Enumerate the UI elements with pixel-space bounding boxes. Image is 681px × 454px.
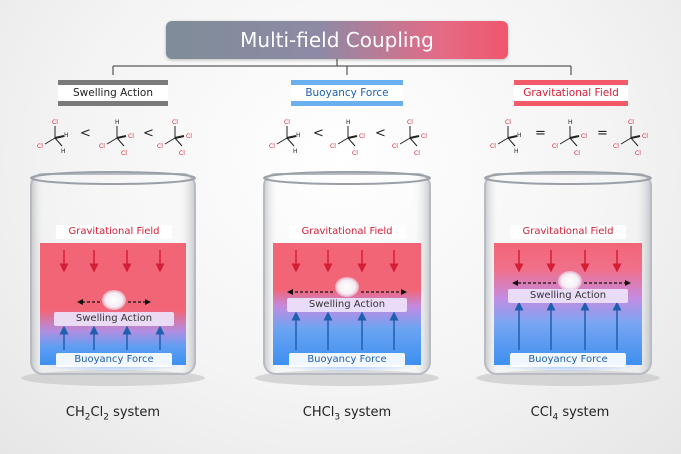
- svg-text:Cl: Cl: [574, 150, 580, 157]
- caption-ccl4: CCl4 system: [530, 405, 610, 423]
- svg-text:Cl: Cl: [284, 119, 290, 126]
- beaker2-gravitational-label: Gravitational Field: [289, 225, 405, 239]
- comparison-symbol: =: [535, 126, 546, 141]
- title-banner: Multi-field Coupling: [166, 21, 508, 59]
- beaker1-gravitational-label: Gravitational Field: [56, 225, 172, 239]
- beaker2-buoyancy-label: Buoyancy Force: [289, 353, 405, 367]
- svg-text:Cl: Cl: [635, 150, 641, 157]
- beaker-ccl4: [484, 171, 652, 375]
- comparison-symbol: <: [313, 126, 324, 141]
- beaker-ch2cl2: [30, 171, 196, 375]
- svg-text:Cl: Cl: [359, 133, 365, 140]
- svg-text:H: H: [61, 148, 66, 155]
- svg-text:Cl: Cl: [128, 133, 134, 140]
- svg-text:H: H: [568, 119, 573, 126]
- caption-ch2cl2: CH2Cl2 system: [65, 405, 161, 423]
- svg-text:Cl: Cl: [490, 143, 496, 150]
- beaker-chcl3: [263, 171, 431, 375]
- svg-text:Cl: Cl: [121, 150, 127, 157]
- svg-text:Cl: Cl: [157, 143, 163, 150]
- svg-text:H: H: [517, 132, 522, 139]
- svg-text:Cl: Cl: [352, 150, 358, 157]
- svg-text:Cl: Cl: [52, 119, 58, 126]
- svg-text:H: H: [346, 119, 351, 126]
- comparison-symbol: <: [143, 126, 154, 141]
- beaker3-buoyancy-label: Buoyancy Force: [510, 353, 626, 367]
- gravitational-field-label: Gravitational Field: [514, 80, 628, 106]
- svg-text:Cl: Cl: [581, 133, 587, 140]
- beaker2-swelling-label: Swelling Action: [287, 298, 407, 312]
- svg-text:Cl: Cl: [37, 143, 43, 150]
- svg-text:Cl: Cl: [330, 143, 336, 150]
- comparison-symbol: =: [597, 126, 608, 141]
- svg-text:Cl: Cl: [172, 119, 178, 126]
- svg-text:H: H: [64, 132, 69, 139]
- beaker3-gravitational-label: Gravitational Field: [510, 225, 626, 239]
- beaker1-swelling-label: Swelling Action: [54, 312, 174, 326]
- svg-text:Cl: Cl: [628, 119, 634, 126]
- comparison-symbol: <: [80, 126, 91, 141]
- svg-text:Cl: Cl: [99, 143, 105, 150]
- svg-text:Cl: Cl: [552, 143, 558, 150]
- svg-text:Cl: Cl: [392, 143, 398, 150]
- svg-text:Cl: Cl: [407, 119, 413, 126]
- svg-text:Cl: Cl: [269, 143, 275, 150]
- svg-text:H: H: [514, 148, 519, 155]
- comparison-symbol: <: [375, 126, 386, 141]
- svg-text:Cl: Cl: [186, 133, 192, 140]
- svg-text:Cl: Cl: [613, 143, 619, 150]
- svg-text:Cl: Cl: [505, 119, 511, 126]
- svg-text:Cl: Cl: [421, 133, 427, 140]
- svg-text:H: H: [115, 119, 120, 126]
- svg-text:H: H: [296, 132, 301, 139]
- caption-chcl3: CHCl3 system: [302, 405, 392, 423]
- swelling-action-label: Swelling Action: [58, 80, 168, 106]
- svg-text:Cl: Cl: [414, 150, 420, 157]
- buoyancy-force-label: Buoyancy Force: [291, 80, 403, 106]
- svg-text:Cl: Cl: [642, 133, 648, 140]
- beaker1-buoyancy-label: Buoyancy Force: [56, 353, 172, 367]
- beaker3-swelling-label: Swelling Action: [508, 289, 628, 303]
- svg-text:H: H: [293, 148, 298, 155]
- svg-text:Cl: Cl: [179, 150, 185, 157]
